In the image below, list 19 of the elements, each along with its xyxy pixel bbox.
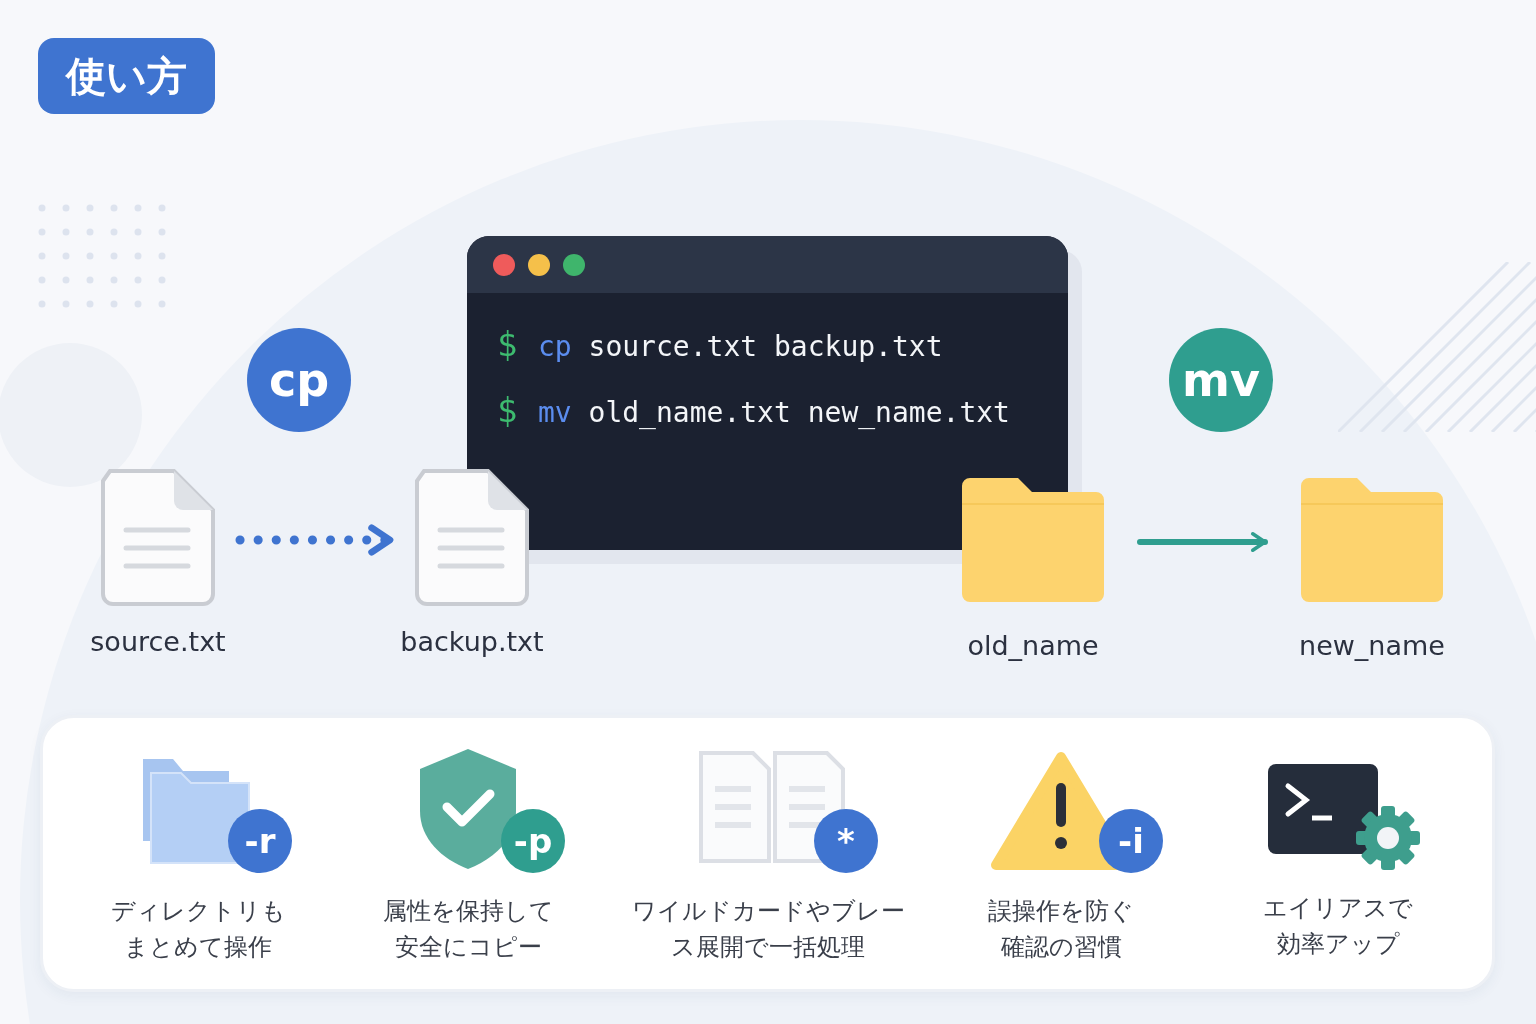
option-badge: -r (228, 809, 292, 873)
option-badge: * (814, 809, 878, 873)
arrow (1137, 532, 1268, 552)
file-name-label: new_name (1298, 630, 1446, 661)
option-badge: -p (501, 809, 565, 873)
file-name-label: backup.txt (399, 626, 545, 657)
option-badge: -i (1099, 809, 1163, 873)
file-name-label: source.txt (89, 626, 227, 657)
feature-caption: 誤操作を防ぐ確認の習慣 (987, 896, 1135, 963)
command-line: $ cp source.txt backup.txt (497, 324, 943, 364)
title-pill: 使い方 (38, 38, 215, 114)
command-line: $ mv old_name.txt new_name.txt (497, 390, 1010, 430)
feature-panel (40, 715, 1495, 992)
feature-caption: ディレクトリもまとめて操作 (109, 896, 287, 963)
feature-caption: ワイルドカードやブレース展開で一括処理 (631, 896, 905, 963)
arrow (235, 524, 395, 556)
feature-caption: エイリアスで効率アップ (1262, 893, 1414, 960)
file-name-label: old_name (966, 630, 1100, 661)
feature-caption: 属性を保持して安全にコピー (381, 896, 555, 963)
